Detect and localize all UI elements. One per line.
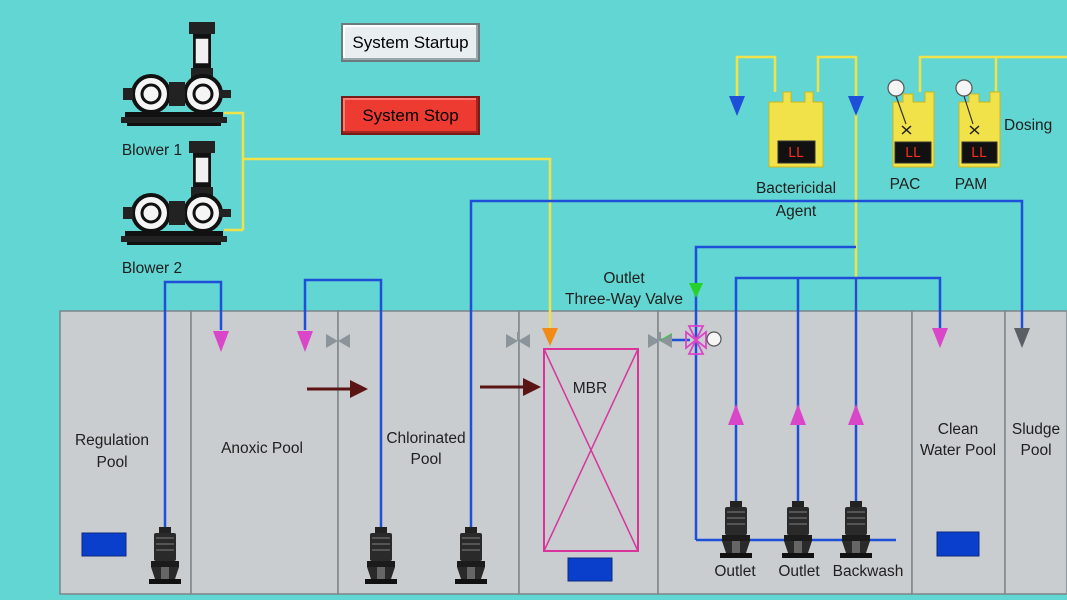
- outlet-pump-2-label: Outlet: [778, 563, 820, 580]
- pam-level-text: LL: [971, 146, 987, 161]
- sludge-pool-label-line2: Pool: [1020, 442, 1052, 459]
- blower-2-label: Blower 2: [121, 260, 183, 277]
- blower-1-label: Blower 1: [121, 142, 183, 159]
- system-startup-button[interactable]: System Startup: [341, 23, 480, 62]
- clean-water-pool-label-line1: Clean: [937, 421, 979, 438]
- regulation-pool-label-line1: Regulation: [74, 432, 150, 449]
- pac-agitator-motor-icon: [887, 79, 905, 97]
- pam-agitator-motor-icon: [955, 79, 973, 97]
- anoxic-pool-label: Anoxic Pool: [221, 440, 303, 457]
- regulation-pool-label-line2: Pool: [96, 454, 128, 471]
- valve-label-line1: Outlet: [603, 270, 645, 287]
- bactericidal-label-line1: Bactericidal: [755, 180, 837, 197]
- chlorinated-pool-label-line1: Chlorinated: [386, 430, 466, 447]
- chlorinated-pool-tank: [337, 310, 520, 595]
- mbr-tank: [518, 310, 659, 595]
- blower-1-icon[interactable]: [119, 20, 233, 128]
- pac-mixer-icon: [901, 125, 912, 135]
- pac-label: PAC: [889, 176, 921, 193]
- backwash-pump-label: Backwash: [832, 563, 904, 580]
- clean-water-level-indicator: [936, 531, 980, 557]
- flow-arrows: [213, 96, 1030, 425]
- anoxic-pool-tank: [190, 310, 339, 595]
- mbr-membrane-module: [543, 348, 639, 552]
- regulation-level-indicator: [81, 532, 127, 557]
- dosing-section-label: Dosing: [1004, 117, 1053, 134]
- pools-group: [59, 310, 1067, 595]
- outlet-pump-1-label: Outlet: [714, 563, 756, 580]
- pam-mixer-icon: [969, 125, 980, 135]
- bactericidal-level-display: [777, 140, 816, 164]
- mbr-air-inlet-arrow: [542, 328, 558, 346]
- yellow-pipes: [224, 55, 1067, 330]
- pac-level-display: [894, 141, 932, 164]
- three-way-valve[interactable]: [685, 325, 722, 355]
- system-stop-button[interactable]: System Stop: [341, 96, 480, 135]
- pam-tank[interactable]: LL: [955, 79, 1001, 168]
- pac-level-text: LL: [905, 146, 921, 161]
- valve-label-line2: Three-Way Valve: [564, 291, 683, 308]
- mbr-level-indicator: [567, 557, 613, 582]
- pac-tank[interactable]: LL: [887, 79, 935, 168]
- chlorinated-pool-label-line2: Pool: [410, 451, 442, 468]
- bactericidal-label-line2: Agent: [775, 203, 817, 220]
- sludge-pool-tank: [1004, 310, 1067, 595]
- clean-water-pool-label-line2: Water Pool: [919, 442, 997, 459]
- outlet-area-tank: [657, 310, 913, 595]
- pam-level-display: [961, 141, 998, 164]
- mbr-label: MBR: [572, 380, 608, 397]
- bactericidal-tank[interactable]: LL: [768, 91, 824, 168]
- manual-valves: [326, 332, 672, 348]
- bactericidal-level-text: LL: [788, 146, 804, 161]
- sludge-pool-label-line1: Sludge: [1011, 421, 1061, 438]
- pam-label: PAM: [954, 176, 988, 193]
